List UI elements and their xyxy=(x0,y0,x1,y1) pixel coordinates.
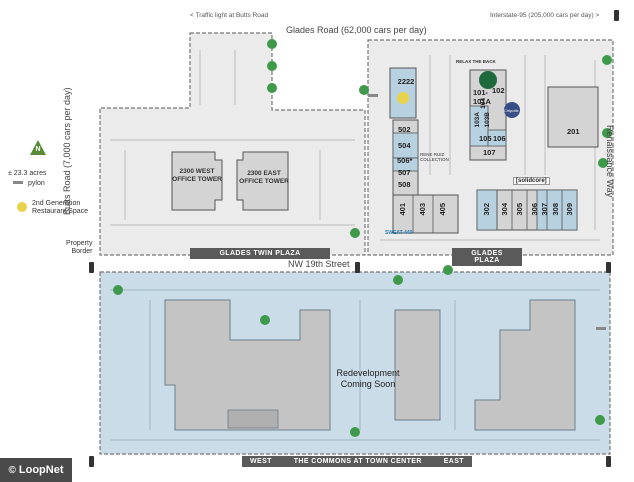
traffic-lights xyxy=(89,10,619,467)
unit-104: 104 xyxy=(480,98,487,109)
chipotle-logo xyxy=(504,102,520,118)
loopnet-logo-icon: © xyxy=(8,464,16,476)
glades-road-label: Glades Road (62,000 cars per day) xyxy=(286,25,427,35)
pylons xyxy=(13,94,606,330)
trees xyxy=(113,39,612,437)
unit-405: 405 xyxy=(438,203,447,216)
legend-restaurant-dot xyxy=(17,202,27,212)
unit-2222: 2222 xyxy=(397,77,415,86)
loopnet-watermark: © LoopNet xyxy=(0,458,72,482)
west-office-tower-building xyxy=(171,151,223,211)
unit-101a: 101A xyxy=(473,97,491,106)
tenant-relax-the-back: RELAX THE BACK xyxy=(456,59,496,64)
nw19th-street-label: NW 19th Street xyxy=(288,259,350,269)
glades-twin-plaza-banner: GLADES TWIN PLAZA xyxy=(190,248,330,259)
restaurant-marker-2222 xyxy=(397,92,409,104)
unit-507: 507 xyxy=(398,168,411,177)
unit-504: 504 xyxy=(398,141,411,150)
building-201 xyxy=(547,86,599,148)
unit-307: 307 xyxy=(540,203,549,216)
commons-west-label: WEST xyxy=(250,458,272,465)
unit-309: 309 xyxy=(565,203,574,216)
north-arrow-icon: N xyxy=(35,146,41,153)
renaissance-way-label: Renaissance Way xyxy=(605,125,615,198)
tenant-rene-ruiz: RENE RUIZ COLLECTION xyxy=(420,152,449,162)
unit-304: 304 xyxy=(500,203,509,216)
interstate-note: Interstate-95 (205,000 cars per day) > xyxy=(490,12,600,19)
unit-302: 302 xyxy=(482,203,491,216)
unit-103b: 103B xyxy=(484,112,491,128)
butts-road-label: Butts Road (7,000 cars per day) xyxy=(62,87,72,215)
legend-acres: ± 23.3 acres xyxy=(8,170,47,177)
traffic-light-note: < Traffic light at Butts Road xyxy=(190,12,269,19)
commons-building-courtyard xyxy=(227,409,279,429)
unit-506: 506* xyxy=(397,156,413,165)
building-400-strip xyxy=(392,194,459,234)
commons-building-east xyxy=(474,299,576,431)
commons-east-label: EAST xyxy=(443,458,464,465)
twin-plaza-parking-rows xyxy=(110,50,355,226)
unit-508: 508 xyxy=(398,180,411,189)
unit-107: 107 xyxy=(483,148,496,157)
unit-201: 201 xyxy=(567,127,580,136)
unit-306: 306 xyxy=(530,203,539,216)
tenant-chipotle: Chipotle xyxy=(504,108,519,113)
unit-403: 403 xyxy=(418,203,427,216)
commons-parking-rows xyxy=(110,289,600,441)
north-arrow-bg xyxy=(30,140,46,155)
unit-101: 101- xyxy=(473,88,489,97)
unit-502: 502 xyxy=(398,125,411,134)
commons-building-west xyxy=(164,299,331,431)
commons-name-label: THE COMMONS AT TOWN CENTER xyxy=(293,458,422,465)
glades-plaza-banner: GLADES PLAZA xyxy=(452,248,522,266)
glades-twin-plaza-lot xyxy=(99,32,366,256)
unit-105: 105 xyxy=(479,134,492,143)
commons-building-center xyxy=(394,309,441,421)
unit-103a: 103A xyxy=(474,112,481,128)
unit-305: 305 xyxy=(515,203,524,216)
tenant-sweat440: SWEAT 440 xyxy=(385,230,413,236)
legend-pylon: pylon xyxy=(28,180,45,187)
tenant-solidcore: [solidcore] xyxy=(513,177,550,185)
starbucks-logo xyxy=(479,71,497,89)
commons-banner: WEST THE COMMONS AT TOWN CENTER EAST xyxy=(242,456,472,467)
unit-102: 102 xyxy=(492,86,505,95)
unit-308: 308 xyxy=(551,203,560,216)
unit-401: 401 xyxy=(398,203,407,216)
east-office-tower-building xyxy=(236,151,289,211)
unit-106: 106 xyxy=(493,134,506,143)
